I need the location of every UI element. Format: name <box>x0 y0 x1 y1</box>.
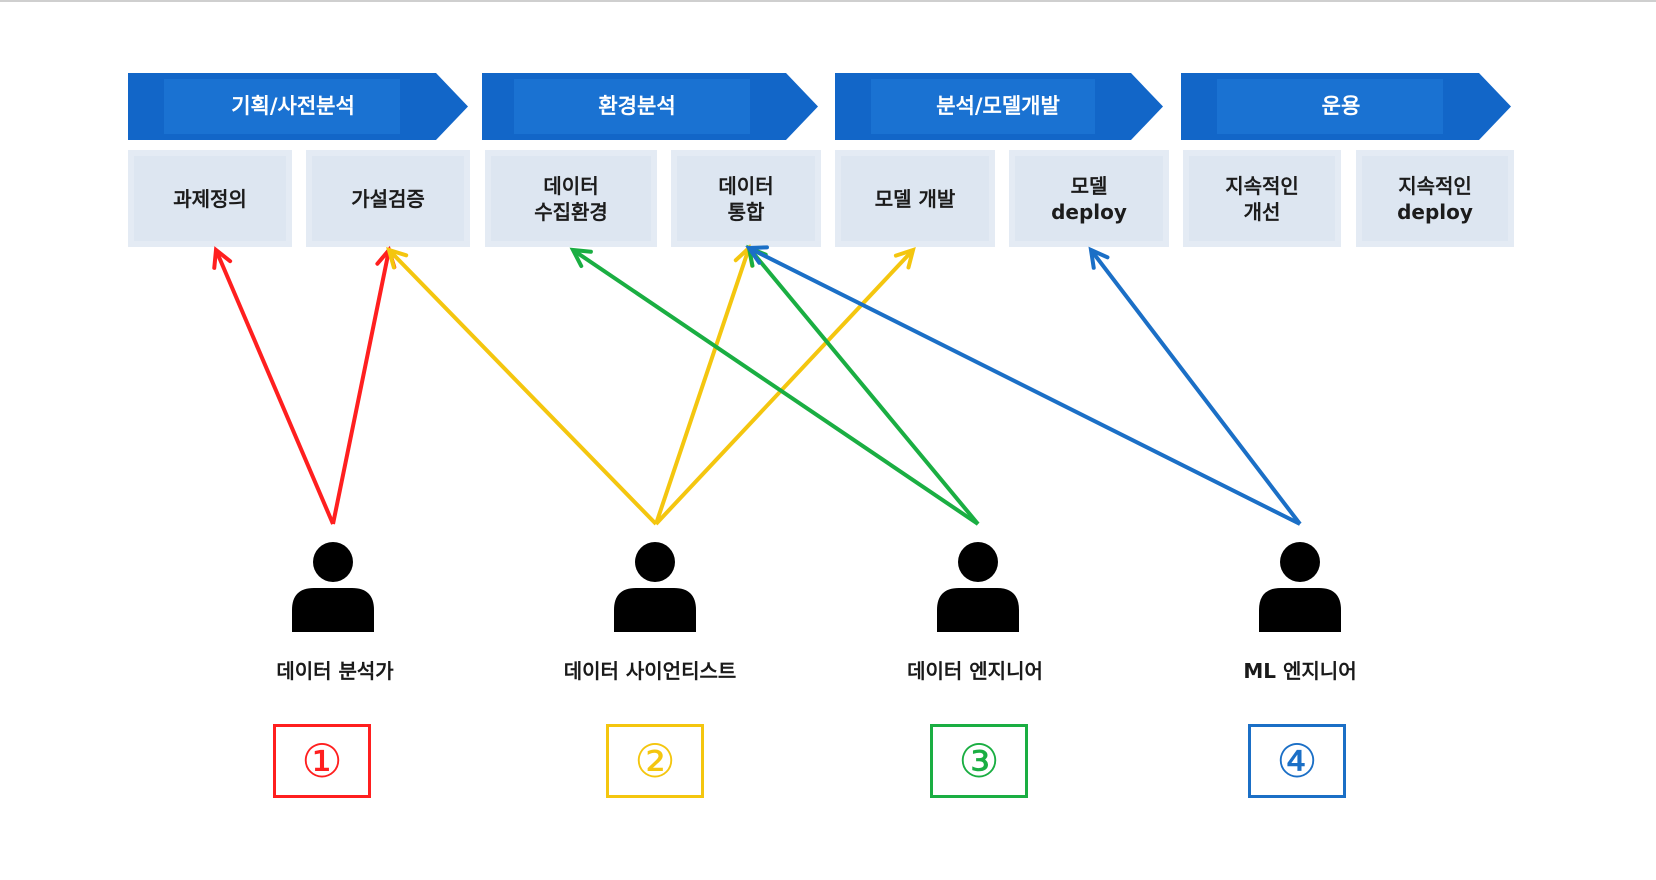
task-hypothesis-verification: 가설검증 <box>306 150 470 247</box>
role-number: ① <box>301 734 343 788</box>
task-label-line-2: 수집환경 <box>534 199 608 224</box>
role-number: ③ <box>958 734 1000 788</box>
task-label-line-2: deploy <box>1397 199 1473 224</box>
role-number-box-4: ④ <box>1248 724 1346 798</box>
role-number: ② <box>634 734 676 788</box>
role-number-box-2: ② <box>606 724 704 798</box>
task-continuous-improvement: 지속적인 개선 <box>1183 150 1341 247</box>
stage-label: 운용 <box>1321 94 1361 118</box>
task-label: 과제정의 <box>173 186 247 211</box>
task-label-line-2: 개선 <box>1243 199 1281 224</box>
task-label-line-1: 데이터 <box>543 173 599 198</box>
person-icon-data-scientist <box>610 540 700 632</box>
stage-environment-analysis: 환경분석 <box>482 73 818 140</box>
person-icon-ml-engineer <box>1255 540 1345 632</box>
stage-planning: 기획/사전분석 <box>128 73 468 140</box>
person-head <box>313 542 353 582</box>
arrow-head <box>893 246 916 270</box>
arrow-line <box>747 246 980 526</box>
task-data-collection-env: 데이터 수집환경 <box>485 150 657 247</box>
task-label-line-1: 데이터 <box>718 173 774 198</box>
role-label-data-scientist: 데이터 사이언티스트 <box>563 659 737 683</box>
arrow-line <box>571 248 980 526</box>
person-body <box>937 588 1019 632</box>
person-body <box>614 588 696 632</box>
stage-operation: 운용 <box>1181 73 1511 140</box>
arrow-line <box>748 246 1301 526</box>
task-problem-definition: 과제정의 <box>128 150 292 247</box>
task-label-line-2: 통합 <box>727 199 765 224</box>
arrow-line <box>1089 248 1302 526</box>
stage-chevron-shape <box>835 73 1163 140</box>
task-model-development: 모델 개발 <box>835 150 995 247</box>
arrow-line <box>331 249 391 525</box>
task-label-line-1: 모델 <box>1070 173 1108 198</box>
arrow-head <box>212 246 233 270</box>
arrow-head <box>1088 246 1110 270</box>
arrow-line <box>214 249 335 525</box>
task-label: 가설검증 <box>351 186 425 211</box>
task-continuous-deploy: 지속적인 deploy <box>1356 150 1514 247</box>
top-divider <box>0 0 1656 2</box>
person-body <box>292 588 374 632</box>
role-label-ml-engineer: ML 엔지니어 <box>1243 659 1357 683</box>
role-number-box-3: ③ <box>930 724 1028 798</box>
role-number: ④ <box>1276 734 1318 788</box>
stage-label: 분석/모델개발 <box>936 94 1060 118</box>
role-label-data-analyst: 데이터 분석가 <box>276 659 394 683</box>
stage-chevron-shape <box>128 73 468 140</box>
task-label-line-1: 지속적인 <box>1398 173 1472 198</box>
arrow-head <box>745 245 769 265</box>
person-head <box>1280 542 1320 582</box>
task-label-line-2: deploy <box>1051 199 1127 224</box>
stage-modeling: 분석/모델개발 <box>835 73 1163 140</box>
stage-chevron-shape <box>1181 73 1511 140</box>
arrow-line <box>654 247 751 525</box>
role-number-box-1: ① <box>273 724 371 798</box>
task-model-deploy: 모델 deploy <box>1009 150 1169 247</box>
person-body <box>1259 588 1341 632</box>
arrow-line <box>387 248 658 526</box>
stage-chevron-shape <box>482 73 818 140</box>
stage-label: 기획/사전분석 <box>231 94 355 118</box>
task-label-line-1: 지속적인 <box>1225 173 1299 198</box>
task-data-integration: 데이터 통합 <box>671 150 821 247</box>
person-icon-data-engineer <box>933 540 1023 632</box>
stage-label: 환경분석 <box>598 94 676 118</box>
arrow-head <box>569 247 593 268</box>
person-icon-data-analyst <box>288 540 378 632</box>
task-label: 모델 개발 <box>874 186 956 211</box>
person-head <box>958 542 998 582</box>
role-label-data-engineer: 데이터 엔지니어 <box>907 659 1043 683</box>
person-head <box>635 542 675 582</box>
arrow-line <box>654 248 915 526</box>
arrow-head <box>386 247 409 270</box>
